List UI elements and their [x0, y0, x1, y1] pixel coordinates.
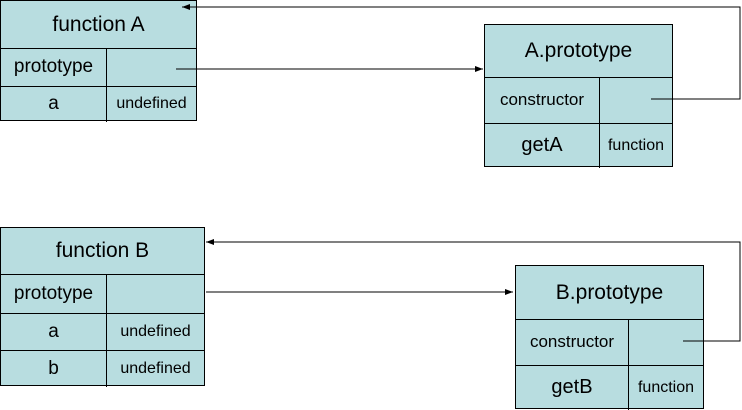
a-prototype-box: A.prototype constructor getA function	[484, 24, 673, 168]
function-b-b-value: undefined	[120, 359, 191, 377]
b-prototype-box: B.prototype constructor getB function	[515, 265, 704, 410]
function-a-box: function A prototype a undefined	[0, 0, 197, 122]
function-a-row-prototype: prototype	[1, 48, 196, 87]
function-a-a-key: a	[1, 86, 107, 122]
b-prototype-getb-key: getB	[516, 365, 629, 410]
b-prototype-constructor-value	[629, 319, 703, 365]
a-prototype-row-geta: getA function	[485, 123, 672, 168]
function-a-title: function A	[1, 1, 196, 49]
function-b-box: function B prototype a undefined b undef…	[0, 227, 205, 387]
function-a-row-a: a undefined	[1, 86, 196, 122]
function-b-a-key: a	[1, 313, 107, 350]
b-prototype-row-constructor: constructor	[516, 319, 703, 366]
function-b-prototype-value	[107, 274, 204, 313]
a-prototype-constructor-value	[600, 77, 672, 123]
a-prototype-row-constructor: constructor	[485, 77, 672, 124]
function-b-b-key: b	[1, 350, 107, 387]
a-prototype-constructor-key: constructor	[485, 77, 600, 123]
b-prototype-constructor-key: constructor	[516, 319, 629, 365]
function-b-prototype-key: prototype	[1, 274, 107, 313]
function-a-a-value: undefined	[116, 95, 187, 112]
b-prototype-title: B.prototype	[516, 266, 703, 320]
function-a-prototype-value	[107, 48, 196, 86]
a-prototype-geta-value: function	[607, 136, 665, 154]
function-b-title: function B	[1, 228, 204, 275]
b-prototype-getb-value: function	[637, 378, 695, 396]
function-b-row-a: a undefined	[1, 313, 204, 351]
function-b-row-prototype: prototype	[1, 274, 204, 314]
b-prototype-row-getb: getB function	[516, 365, 703, 410]
function-b-row-b: b undefined	[1, 350, 204, 387]
function-a-prototype-key: prototype	[1, 48, 107, 86]
function-b-a-value: undefined	[120, 322, 191, 340]
a-prototype-title: A.prototype	[485, 25, 672, 78]
a-prototype-geta-key: getA	[485, 123, 600, 168]
